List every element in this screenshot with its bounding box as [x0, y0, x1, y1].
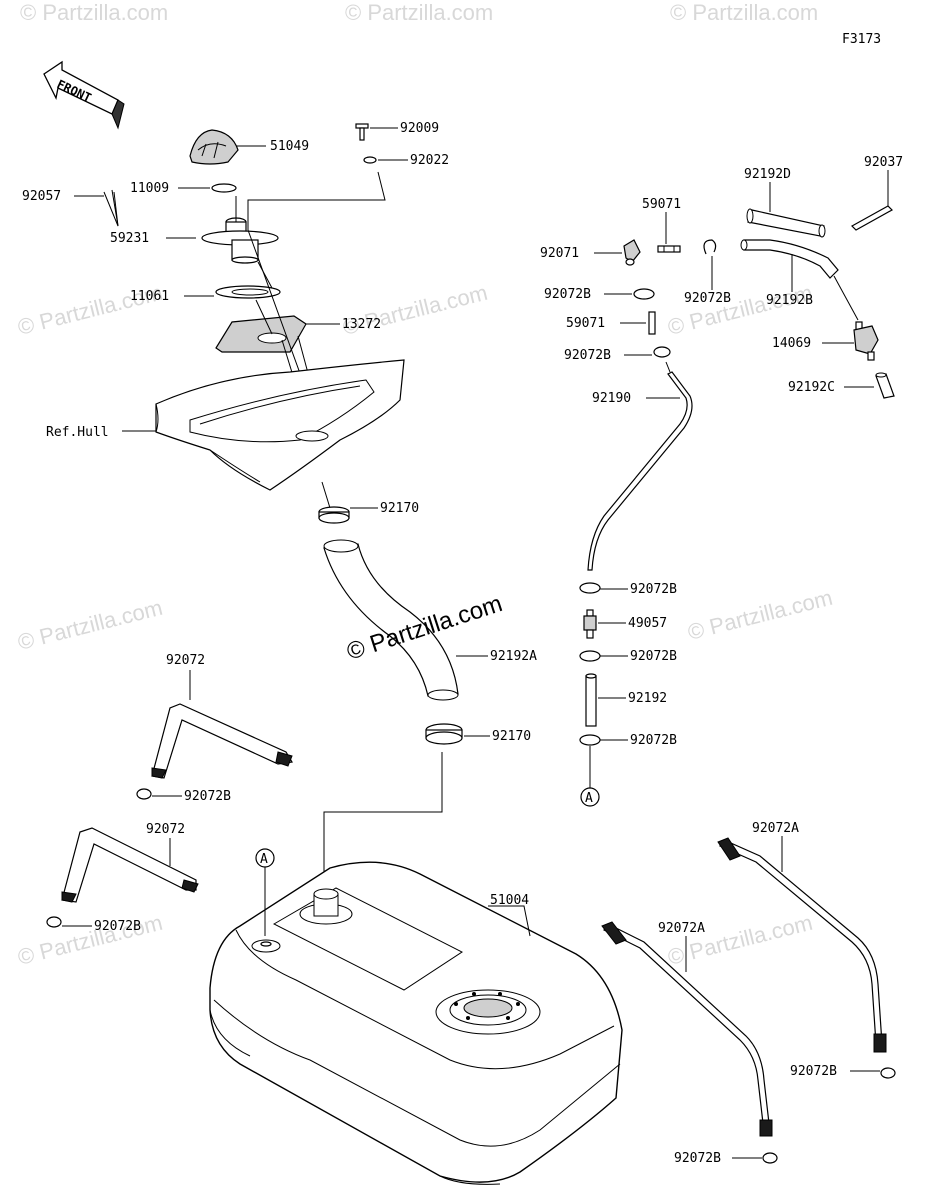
label-92072B-bottom-right: 92072B [790, 1064, 837, 1079]
part-clip [703, 239, 717, 255]
hull-section [155, 359, 405, 491]
label-92072B-upper-right: 92072B [630, 582, 677, 597]
part-cap [189, 129, 239, 165]
watermark: © Partzilla.com [15, 910, 165, 970]
part-joint [648, 311, 656, 335]
label-92057: 92057 [22, 189, 61, 204]
label-92192: 92192 [628, 691, 667, 706]
label-59071-bottom: 59071 [566, 316, 605, 331]
part-tube [875, 372, 895, 399]
part-clip [136, 788, 152, 800]
label-92192D: 92192D [744, 167, 791, 182]
part-filler-neck [201, 217, 279, 264]
label-92170-top: 92170 [380, 501, 419, 516]
part-hose-clamp [318, 506, 350, 524]
label-92072B-left: 92072B [544, 287, 591, 302]
label-92072B-joint: 92072B [684, 291, 731, 306]
label-92192A: 92192A [490, 649, 537, 664]
part-check-valve [623, 239, 641, 266]
part-bracket [61, 827, 199, 903]
part-vent-pipe [587, 371, 693, 571]
part-bracket [151, 703, 293, 779]
part-oring [211, 183, 237, 193]
label-92072B-lower-right: 92072B [630, 733, 677, 748]
part-clip [880, 1067, 896, 1079]
part-vent-filter [853, 321, 879, 361]
part-check-valve [583, 609, 597, 639]
label-92072B-lower-left: 92072B [94, 919, 141, 934]
part-washer [363, 156, 377, 164]
part-plate [215, 315, 307, 353]
label-92072B-middle: 92072B [564, 348, 611, 363]
part-strap [717, 837, 887, 1053]
connector-label: A [260, 852, 268, 867]
part-vent-hose [740, 239, 839, 279]
label-11009: 11009 [130, 181, 169, 196]
label-92072-lower: 92072 [146, 822, 185, 837]
label-51049: 51049 [270, 139, 309, 154]
watermark: © Partzilla.com [665, 910, 815, 970]
label-59231: 59231 [110, 231, 149, 246]
label-92071: 92071 [540, 246, 579, 261]
watermark: © Partzilla.com [15, 595, 165, 655]
diagram-id: F3173 [842, 32, 881, 47]
part-filler-hose [323, 539, 459, 701]
part-clip [653, 346, 671, 358]
label-92170-bottom: 92170 [492, 729, 531, 744]
part-hose-clamp [425, 723, 463, 745]
label-92192C: 92192C [788, 380, 835, 395]
part-clip [762, 1152, 778, 1164]
part-clip [46, 916, 62, 928]
part-fuel-tank [209, 861, 623, 1185]
label-51004: 51004 [490, 893, 529, 908]
part-screw [355, 123, 369, 141]
part-clip [851, 205, 893, 231]
label-59071-top: 59071 [642, 197, 681, 212]
label-92037: 92037 [864, 155, 903, 170]
connector-label: A [585, 791, 593, 806]
label-92072A-left: 92072A [658, 921, 705, 936]
watermark: © Partzilla.com [670, 0, 818, 25]
watermark: © Partzilla.com [345, 0, 493, 25]
part-joint [657, 245, 681, 253]
label-49057: 49057 [628, 616, 667, 631]
label-92072B-mid-right: 92072B [630, 649, 677, 664]
front-arrow-icon: FRONT [43, 60, 125, 130]
label-92072-upper: 92072 [166, 653, 205, 668]
label-11061: 11061 [130, 289, 169, 304]
part-clip [633, 288, 655, 300]
watermark: © Partzilla.com [20, 0, 168, 25]
part-gasket [215, 285, 281, 299]
label-13272: 13272 [342, 317, 381, 332]
label-92192B: 92192B [766, 293, 813, 308]
connector-a-tank: A [255, 848, 275, 936]
label-92022: 92022 [410, 153, 449, 168]
part-vent-hose [746, 208, 826, 238]
watermark: © Partzilla.com [665, 280, 815, 340]
part-clip [579, 582, 601, 594]
connector-a-vent: A [580, 787, 600, 807]
watermark: © Partzilla.com [685, 585, 835, 645]
part-clip [579, 650, 601, 662]
part-strap [601, 921, 773, 1137]
reference-hull-label: Ref.Hull [46, 425, 109, 440]
label-92072A-right: 92072A [752, 821, 799, 836]
label-14069: 14069 [772, 336, 811, 351]
label-92072B-bottom-left: 92072B [674, 1151, 721, 1166]
part-clip [103, 189, 119, 227]
part-clip [579, 734, 601, 746]
part-tube [585, 675, 597, 727]
watermarks: © Partzilla.com © Partzilla.com © Partzi… [15, 0, 835, 970]
label-92190: 92190 [592, 391, 631, 406]
label-92009: 92009 [400, 121, 439, 136]
label-92072B-upper-left: 92072B [184, 789, 231, 804]
